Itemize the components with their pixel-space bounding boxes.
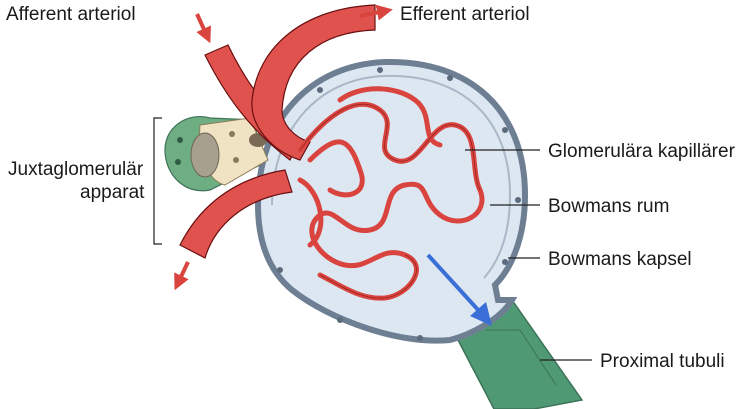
label-capillaries: Glomerulära kapillärer xyxy=(548,141,736,162)
label-jga-line2: apparat xyxy=(80,182,145,203)
label-bowman-space: Bowmans rum xyxy=(548,196,669,217)
blue-filtrate-arrow xyxy=(426,253,492,326)
red-outflow-arrow xyxy=(359,4,393,21)
label-efferent: Efferent arteriol xyxy=(400,4,530,25)
label-jga-line1: Juxtaglomerulär xyxy=(8,159,144,180)
jga-bracket xyxy=(153,117,162,245)
juxtaglomerular-cells xyxy=(164,116,269,192)
red-inflow-arrow xyxy=(195,13,211,44)
label-proximal: Proximal tubuli xyxy=(600,351,725,372)
label-bowman-capsule: Bowmans kapsel xyxy=(548,249,692,270)
red-outflow-arrow-lower xyxy=(174,261,190,291)
label-afferent: Afferent arteriol xyxy=(6,4,136,25)
efferent-arteriole xyxy=(251,4,376,161)
capillary-tuft-outline xyxy=(299,103,481,299)
lower-arteriole xyxy=(179,169,293,259)
